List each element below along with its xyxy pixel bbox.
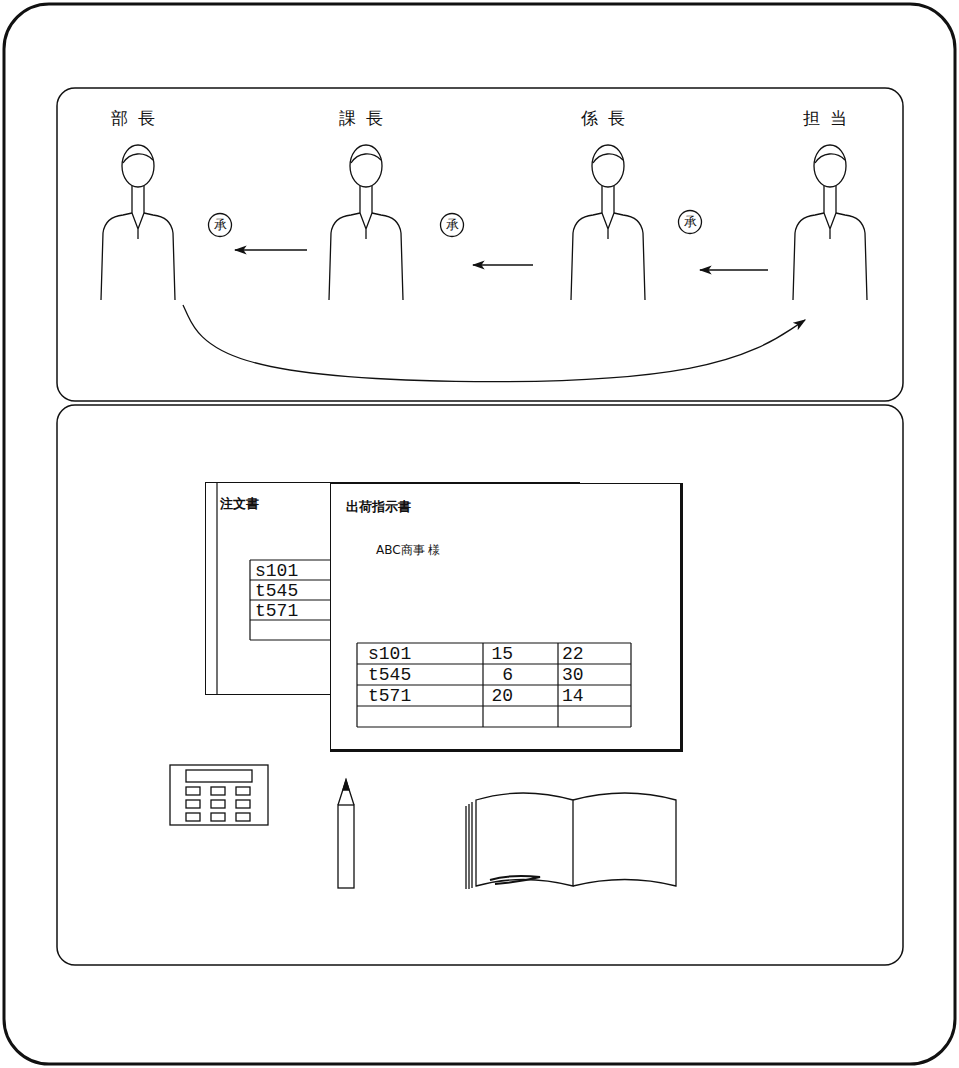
- document-title: 出荷指示書: [346, 498, 411, 516]
- stamp-text: 承: [677, 209, 703, 235]
- person-figure: 課長: [307, 105, 473, 305]
- table-cell: 20: [483, 684, 513, 708]
- document-title: 注文書: [220, 495, 259, 513]
- role-label: 係長: [581, 107, 635, 129]
- stamp-text: 承: [439, 212, 465, 238]
- table-cell: s101: [368, 642, 468, 666]
- table-cell: t571: [255, 599, 335, 623]
- flow-arrow: [473, 264, 533, 265]
- person-outline: [80, 105, 235, 305]
- outer-frame: [4, 4, 955, 1064]
- role-label: 部長: [111, 107, 165, 129]
- flow-arrow: [183, 305, 805, 382]
- order-table-grid: [250, 560, 340, 640]
- stamp-text: 承: [207, 212, 233, 238]
- table-cell: 6: [483, 663, 513, 687]
- desk-panel: [57, 405, 903, 965]
- flow-panel: [57, 88, 903, 401]
- person-outline: [768, 105, 890, 320]
- table-cell: 14: [562, 684, 622, 708]
- role-label: 担当: [803, 107, 857, 129]
- table-cell: 22: [562, 642, 622, 666]
- person-figure: 担当: [768, 105, 890, 320]
- table-cell: s101: [255, 559, 335, 583]
- document-edge-line: [216, 482, 217, 695]
- role-label: 課長: [339, 107, 393, 129]
- approval-stamp: 承: [439, 212, 465, 238]
- table-cell: t571: [368, 684, 468, 708]
- approval-stamp: 承: [677, 209, 703, 235]
- person-outline: [307, 105, 473, 305]
- pencil-icon: [338, 780, 354, 888]
- table-cell: 15: [483, 642, 513, 666]
- approval-stamp: 承: [207, 212, 233, 238]
- flow-arrow: [235, 249, 307, 250]
- person-figure: 部長: [80, 105, 235, 305]
- table-cell: t545: [368, 663, 468, 687]
- flow-arrow: [700, 269, 768, 270]
- table-cell: 30: [562, 663, 622, 687]
- calculator-icon: [170, 765, 268, 825]
- customer-name: ABC商事 様: [376, 542, 440, 559]
- book-icon: [466, 793, 676, 889]
- shipping-document: 出荷指示書 ABC商事 様: [330, 483, 683, 752]
- person-figure: 係長: [533, 105, 700, 305]
- table-cell: t545: [255, 579, 335, 603]
- person-outline: [533, 105, 700, 305]
